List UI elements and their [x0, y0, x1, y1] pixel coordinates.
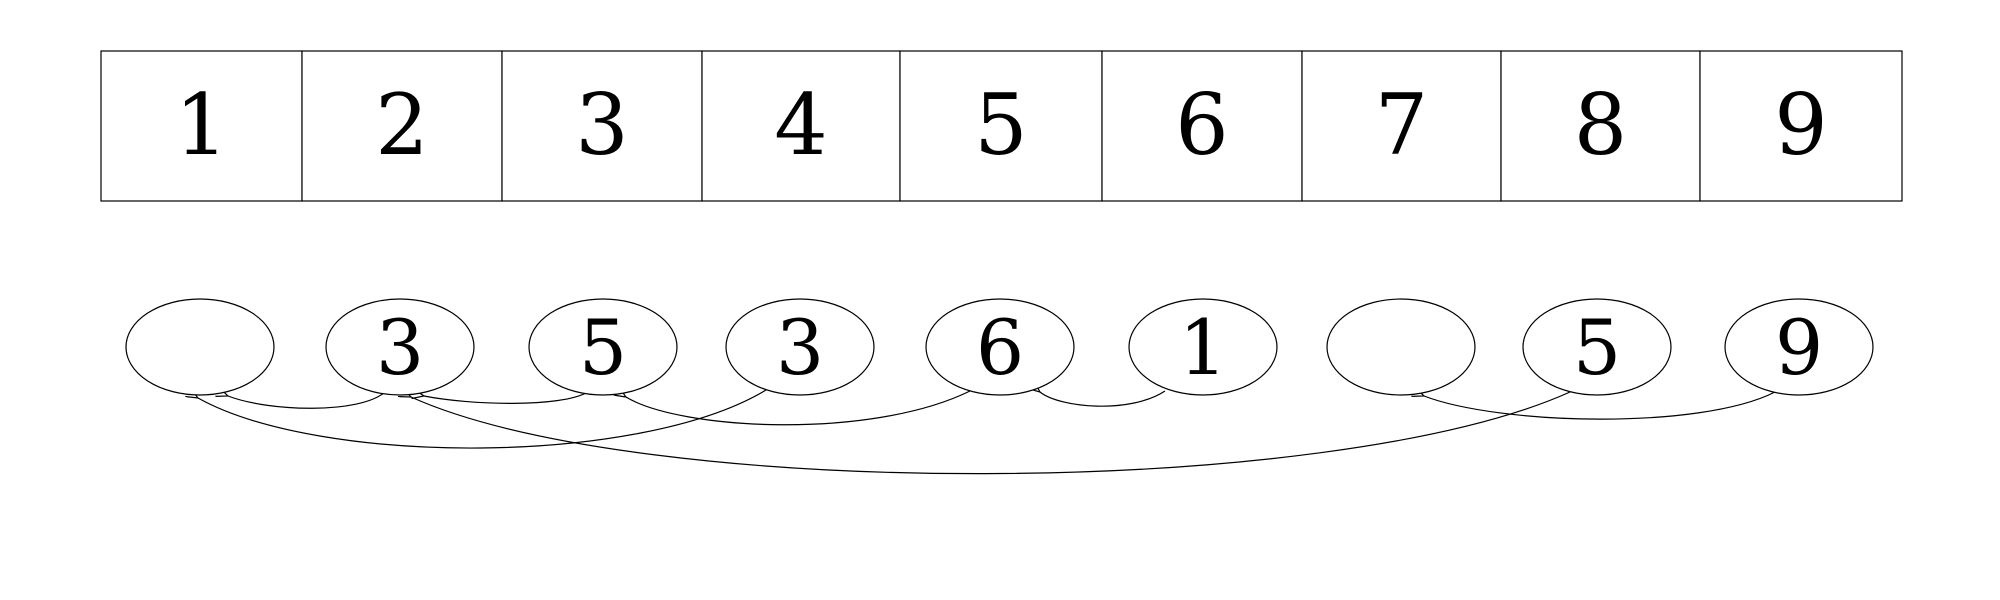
array-cell-label: 5 — [974, 76, 1027, 174]
link-arrow — [1424, 392, 1776, 420]
node-label: 3 — [376, 303, 424, 392]
array-cell: 7 — [1301, 50, 1502, 202]
tree-node: 1 — [1128, 298, 1278, 396]
array-cell: 8 — [1500, 50, 1701, 202]
array-cell: 6 — [1101, 50, 1303, 202]
tree-node: 6 — [925, 298, 1075, 396]
node-row: 3 5 3 6 1 5 9 — [125, 298, 1874, 396]
tree-node: 5 — [528, 298, 678, 396]
tree-node — [125, 298, 275, 396]
array-cell: 9 — [1699, 50, 1903, 202]
link-arrow — [198, 390, 767, 449]
link-arrow — [626, 391, 971, 426]
node-label: 1 — [1179, 303, 1227, 392]
array-cell-label: 9 — [1774, 76, 1827, 174]
node-label: 6 — [976, 303, 1024, 392]
node-label: 3 — [776, 303, 824, 392]
tree-node: 3 — [325, 298, 475, 396]
array-cell-label: 3 — [575, 76, 628, 174]
index-array: 1 2 3 4 5 6 7 8 9 — [100, 50, 1903, 202]
array-cell: 4 — [701, 50, 901, 202]
array-cell: 5 — [899, 50, 1103, 202]
tree-node: 9 — [1724, 298, 1874, 396]
node-label: 5 — [579, 303, 627, 392]
array-cell-label: 8 — [1574, 76, 1627, 174]
array-cell-label: 6 — [1175, 76, 1228, 174]
node-label: 9 — [1775, 303, 1823, 392]
array-cell-label: 4 — [774, 76, 827, 174]
links — [198, 390, 1776, 475]
array-cell-label: 1 — [175, 76, 228, 174]
array-cell: 1 — [100, 50, 303, 202]
tree-node: 3 — [725, 298, 875, 396]
array-cell: 2 — [301, 50, 503, 202]
array-cell-label: 7 — [1375, 76, 1428, 174]
node-label: 5 — [1573, 303, 1621, 392]
tree-node — [1326, 298, 1476, 396]
link-arrow — [424, 392, 589, 404]
tree-node: 5 — [1522, 298, 1672, 396]
link-arrow — [411, 392, 1571, 475]
link-arrow — [228, 392, 386, 409]
array-cell: 3 — [501, 50, 703, 202]
link-arrow — [1040, 391, 1166, 407]
array-cell-label: 2 — [375, 76, 428, 174]
